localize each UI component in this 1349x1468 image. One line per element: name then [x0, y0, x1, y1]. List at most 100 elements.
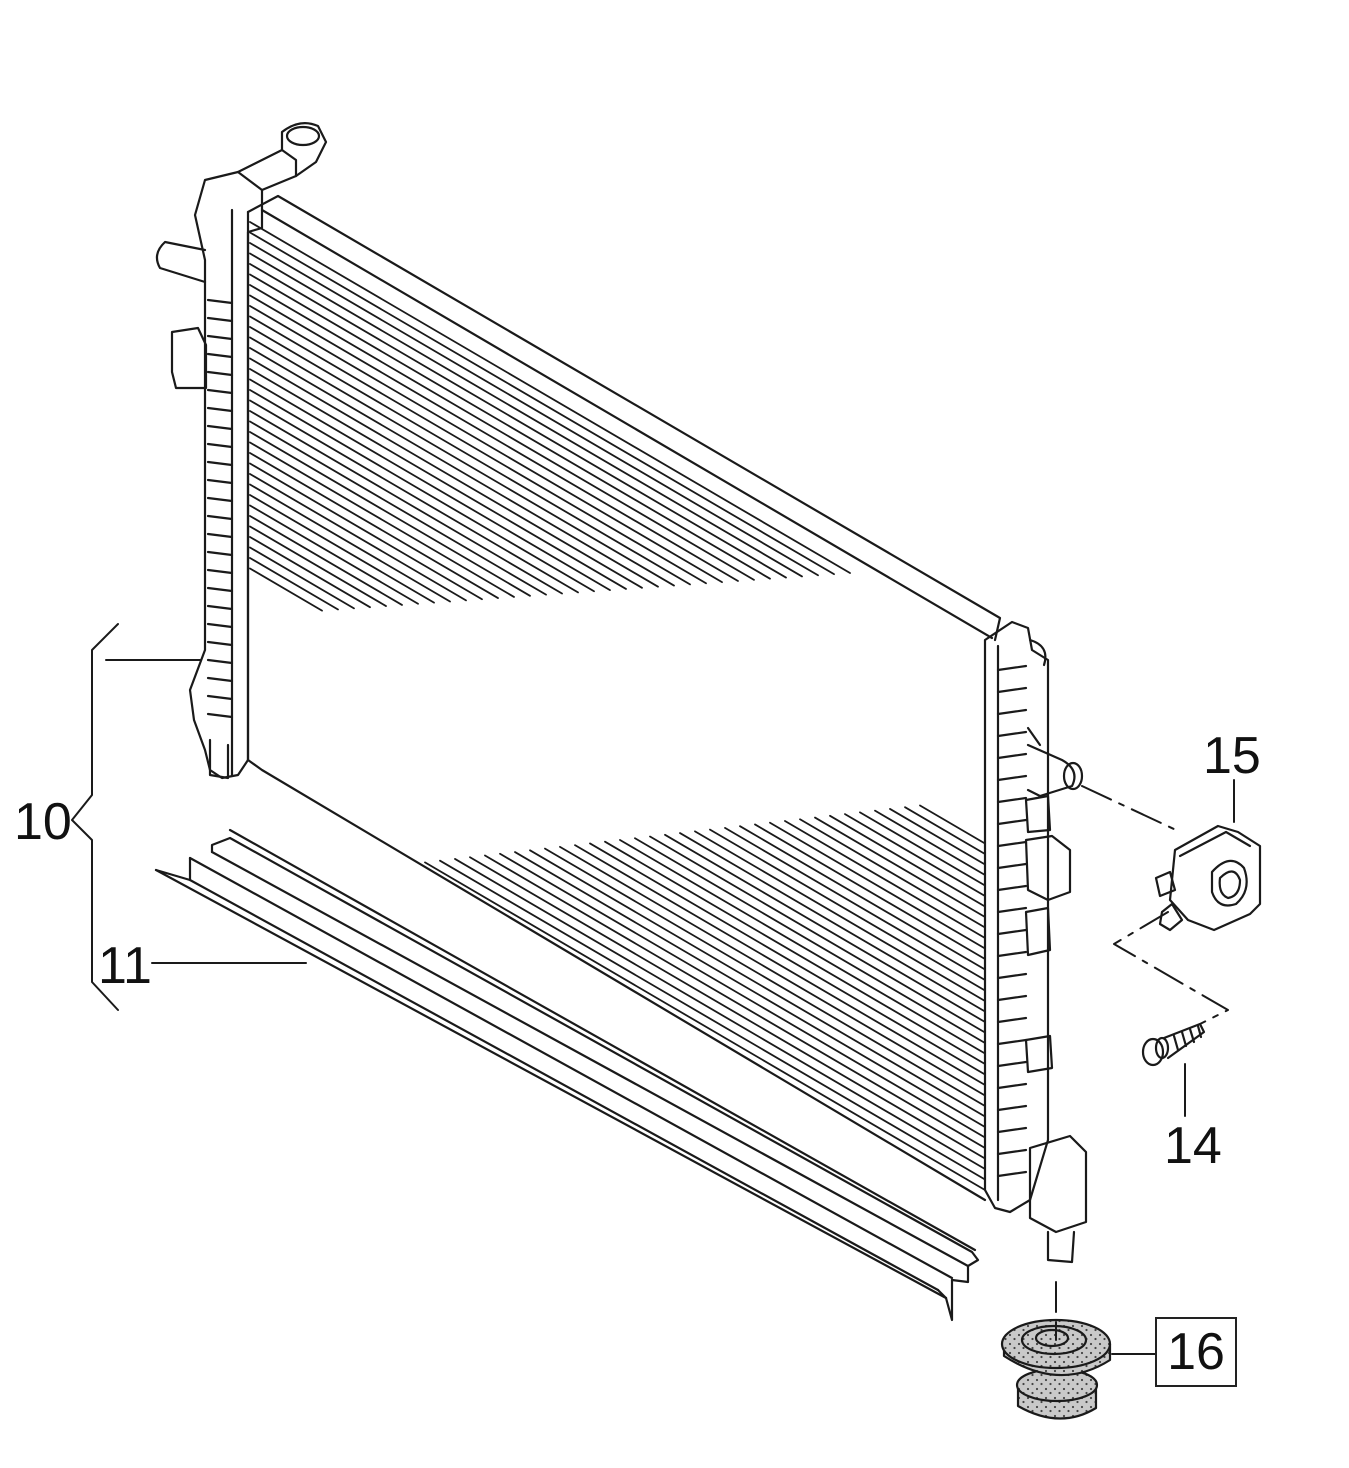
tank-rib [206, 532, 234, 539]
tank-rib [206, 352, 234, 359]
right-side-pipe [1026, 743, 1076, 798]
core-fin [559, 845, 986, 1097]
core-fin [469, 856, 986, 1160]
tank-rib [996, 774, 1028, 782]
core-fin [499, 852, 986, 1139]
tank-rib [206, 658, 234, 665]
leader-lines [71, 623, 1235, 1355]
upper-inlet-pipe [236, 148, 298, 192]
tank-rib [206, 604, 234, 611]
core-fin [249, 567, 323, 612]
core-fin [249, 294, 739, 582]
left-stub-pipe [155, 240, 207, 284]
core-fin [709, 828, 986, 992]
core-fin [249, 462, 483, 601]
callout-14: 14 [1164, 1117, 1222, 1175]
core-fin [769, 821, 986, 950]
callout-10: 10 [14, 793, 72, 851]
tank-rib [206, 586, 234, 593]
tank-rib [996, 928, 1028, 936]
core-fin [484, 854, 986, 1149]
tank-rib [206, 316, 234, 323]
core-fin [249, 420, 547, 596]
callout-11: 11 [98, 937, 152, 995]
tank-rib [996, 972, 1028, 980]
core-fin [249, 494, 435, 604]
tank-rib [996, 1082, 1028, 1090]
core-fin [249, 546, 355, 610]
core-fin [249, 273, 771, 580]
tank-rib [996, 818, 1028, 826]
air-guide-seal [154, 828, 980, 1322]
core-fin [739, 825, 986, 971]
core-fin [859, 811, 986, 887]
tank-rib [996, 730, 1028, 738]
core-fin [249, 504, 419, 605]
core-fin [249, 242, 819, 577]
tank-rib [996, 1060, 1028, 1068]
core-fin [679, 832, 986, 1013]
radiator-core [155, 121, 1088, 1264]
left-bracket [170, 326, 208, 390]
tank-rib [996, 862, 1028, 870]
tank-rib [996, 664, 1028, 672]
tank-rib [996, 796, 1028, 804]
core-fin [889, 808, 986, 866]
tank-rib [206, 478, 234, 485]
core-fin [664, 833, 986, 1023]
grommet [1000, 1318, 1112, 1420]
tank-rib [206, 622, 234, 629]
core-fin [249, 483, 451, 603]
core-fin [754, 823, 986, 960]
tank-rib [206, 640, 234, 647]
tank-rib [996, 994, 1028, 1002]
tank-rib [206, 406, 234, 413]
right-tank-ribs [996, 664, 1028, 1178]
tank-rib [206, 424, 234, 431]
core-fin [249, 399, 579, 594]
core-fin [619, 839, 986, 1055]
core-fin [249, 231, 835, 576]
tank-rib [996, 906, 1028, 914]
tank-rib [206, 388, 234, 395]
core-fin [574, 844, 986, 1086]
core-frame [246, 194, 1002, 1202]
right-mid-bracket [1024, 834, 1072, 902]
tank-rib [206, 298, 234, 305]
core-fin [249, 315, 707, 585]
tank-rib [996, 884, 1028, 892]
tank-rib [206, 370, 234, 377]
tank-rib [996, 1148, 1028, 1156]
left-tank-ribs [206, 298, 234, 719]
core-fin [249, 389, 595, 593]
tank-rib [206, 694, 234, 701]
core-fin [454, 858, 986, 1170]
tank-rib [206, 496, 234, 503]
core-fin [249, 357, 643, 589]
core-fin [249, 441, 515, 598]
core-fin [249, 410, 563, 595]
callout-16: 16 [1155, 1317, 1237, 1387]
core-fin [649, 835, 986, 1034]
core-fin [249, 557, 339, 611]
core-fin [249, 368, 627, 590]
core-fin [249, 515, 403, 606]
mount-bracket [1154, 824, 1262, 932]
core-fin [249, 263, 787, 579]
core-fin [844, 813, 986, 897]
tank-rib [206, 676, 234, 683]
core-fin [249, 284, 755, 581]
core-fin [249, 336, 675, 587]
tank-rib [996, 1104, 1028, 1112]
core-fin [604, 840, 986, 1065]
tank-rib [996, 708, 1028, 716]
core-fin [694, 830, 986, 1002]
core-fin [544, 847, 986, 1107]
core-fin [784, 820, 986, 939]
core-fin [634, 837, 986, 1044]
tank-rib [996, 840, 1028, 848]
core-fin [249, 473, 467, 602]
core-fin [829, 814, 986, 908]
tank-rib [206, 568, 234, 575]
